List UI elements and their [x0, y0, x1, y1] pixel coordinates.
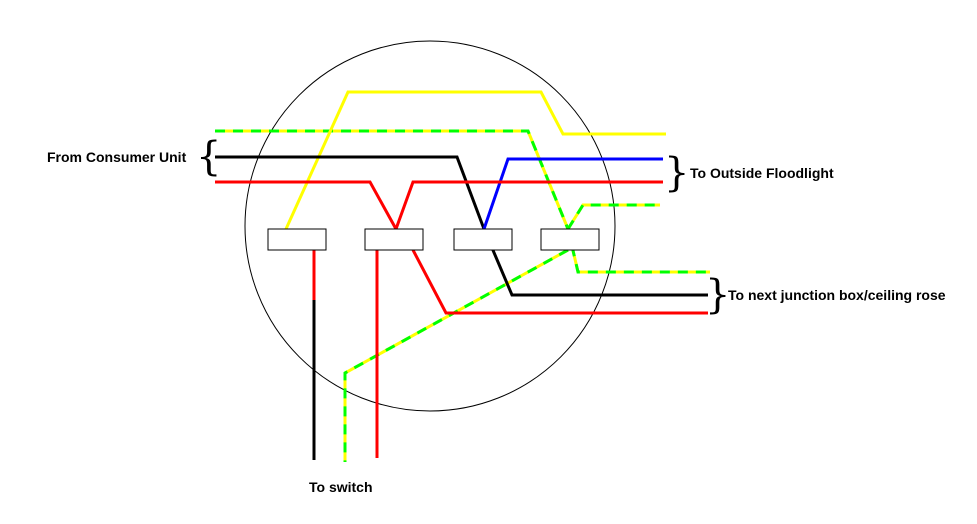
live-wire-incoming [215, 180, 398, 230]
floodlight-switched-wire [284, 90, 666, 230]
brace-next-junction: } [705, 272, 730, 318]
earth-wire-incoming-stripe [215, 129, 570, 230]
earth-wire-next-stripe [566, 228, 710, 274]
brace-floodlight: } [664, 150, 689, 196]
terminal-block-1 [267, 228, 327, 251]
earth-wire-switch-stripe [343, 248, 569, 462]
live-wire-through [394, 180, 663, 230]
earth-wire-incoming [215, 129, 570, 230]
neutral-wire-incoming [215, 155, 486, 230]
brace-consumer-unit: { [196, 134, 221, 180]
live-wire-next [411, 249, 708, 315]
terminal-block-4 [540, 228, 600, 251]
junction-box-outline [244, 40, 616, 412]
terminal-block-2 [364, 228, 424, 251]
label-from-consumer-unit: From Consumer Unit [47, 149, 187, 165]
neutral-wire-floodlight [482, 157, 663, 230]
terminal-block-3 [453, 228, 513, 251]
earth-wires [215, 129, 710, 462]
neutral-wire-next [482, 228, 708, 297]
label-to-switch: To switch [309, 479, 373, 495]
label-to-outside-floodlight: To Outside Floodlight [690, 165, 834, 181]
earth-wire-floodlight-stripe [566, 203, 660, 230]
label-to-next-junction: To next junction box/ceiling rose [728, 287, 946, 303]
